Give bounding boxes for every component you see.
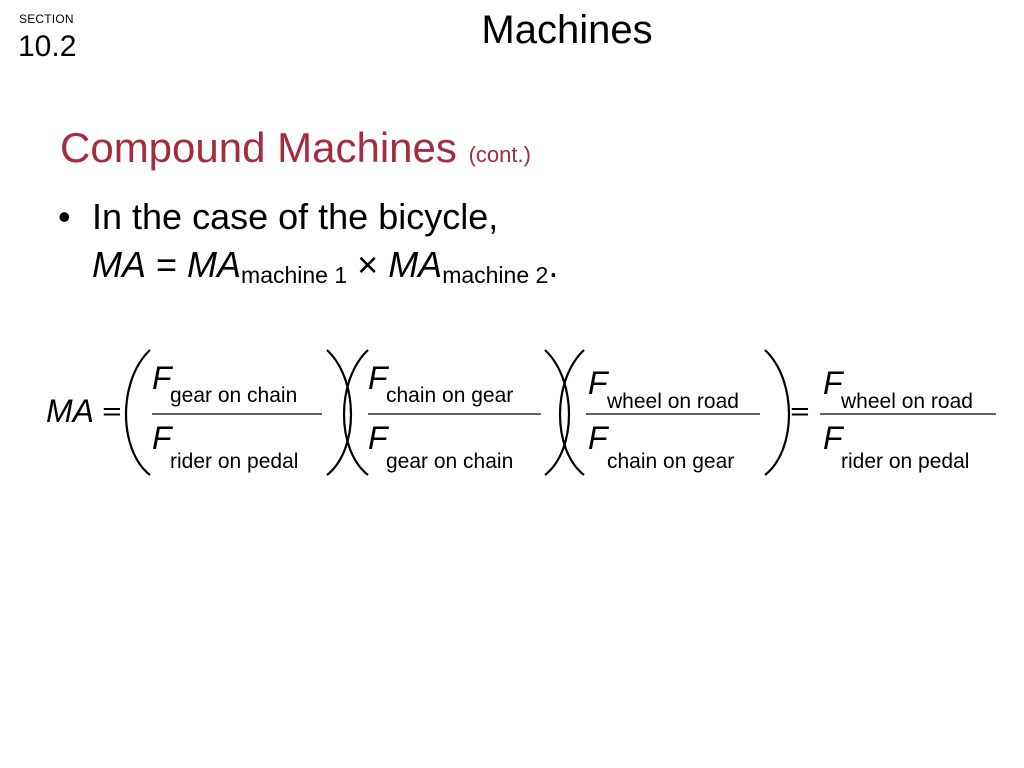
formula-term1-subscript: machine 1 [241,262,348,288]
fraction-1-denominator-subscript: rider on pedal [170,450,298,473]
equation-lhs: MA [46,393,94,429]
fraction-2-denominator-subscript: gear on chain [386,450,513,473]
bullet-marker: • [58,196,71,237]
fraction-3-denominator-subscript: chain on gear [607,450,734,473]
fraction-1-numerator-subscript: gear on chain [170,384,297,407]
chapter-title: Machines [481,8,653,52]
result-numerator-symbol: F [823,365,845,401]
fraction-1-denominator-symbol: F [152,420,174,456]
result-numerator-subscript: wheel on road [840,390,973,413]
formula-times: × [347,244,389,285]
section-number: 10.2 [18,30,77,63]
result-denominator-symbol: F [823,420,845,456]
slide-heading: Compound Machines (cont.) [60,124,531,172]
paren-open-2 [343,349,369,476]
bullet-formula: MA = MAmachine 1 × MAmachine 2. [92,244,558,296]
parentheses [125,349,790,476]
section-label: SECTION [19,12,74,26]
heading-text: Compound Machines [60,124,457,171]
formula-term2-subscript: machine 2 [442,262,549,288]
paren-close-1 [326,349,352,476]
bullet-text: In the case of the bicycle, [92,196,499,237]
formula-term2: MA [388,244,443,285]
paren-close-3 [764,349,790,476]
paren-open-1 [125,349,151,476]
bicycle-ma-equation: MA = F gear on chain F rider on pedal F … [46,349,996,476]
equation-equals-2: = [789,397,811,427]
fraction-3-denominator-symbol: F [588,420,610,456]
result-denominator-subscript: rider on pedal [841,450,969,473]
formula-lhs: MA [92,244,146,285]
fraction-2-denominator-symbol: F [368,420,390,456]
paren-close-2 [544,349,570,476]
fraction-1-numerator-symbol: F [152,360,174,396]
heading-suffix: (cont.) [468,142,531,167]
formula-equals: = [146,244,188,285]
fraction-2-numerator-symbol: F [368,360,390,396]
paren-open-3 [559,349,585,476]
equation-equals-1: = [101,397,123,427]
formula-term1: MA [187,244,242,285]
fraction-2-numerator-subscript: chain on gear [386,384,513,407]
formula-end: . [548,244,559,285]
fraction-3-numerator-subscript: wheel on road [606,390,739,413]
fraction-3-numerator-symbol: F [588,365,610,401]
